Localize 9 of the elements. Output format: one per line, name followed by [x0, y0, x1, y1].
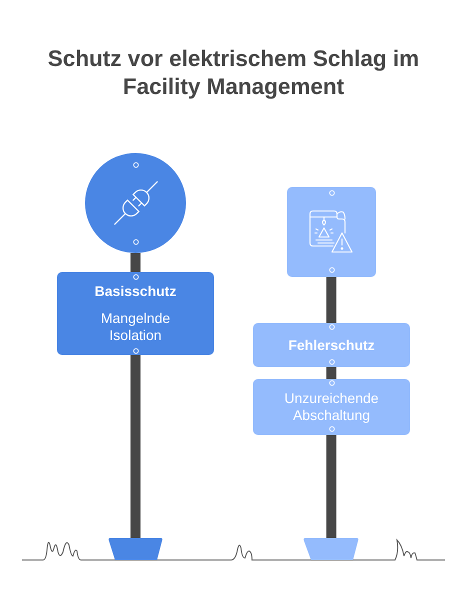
sign-board	[253, 323, 410, 367]
sign-heading: Fehlerschutz	[288, 336, 375, 354]
sign-board	[57, 272, 214, 355]
sign-board	[253, 379, 410, 435]
square-sign	[287, 187, 376, 277]
sign-text: Unzureichende Abschaltung	[283, 390, 380, 424]
diagram-title: Schutz vor elektrischem Schlag im Facility Management	[46, 45, 420, 101]
sign-heading: Basisschutz	[94, 283, 176, 300]
sign-text: Mangelnde Isolation	[100, 310, 172, 344]
